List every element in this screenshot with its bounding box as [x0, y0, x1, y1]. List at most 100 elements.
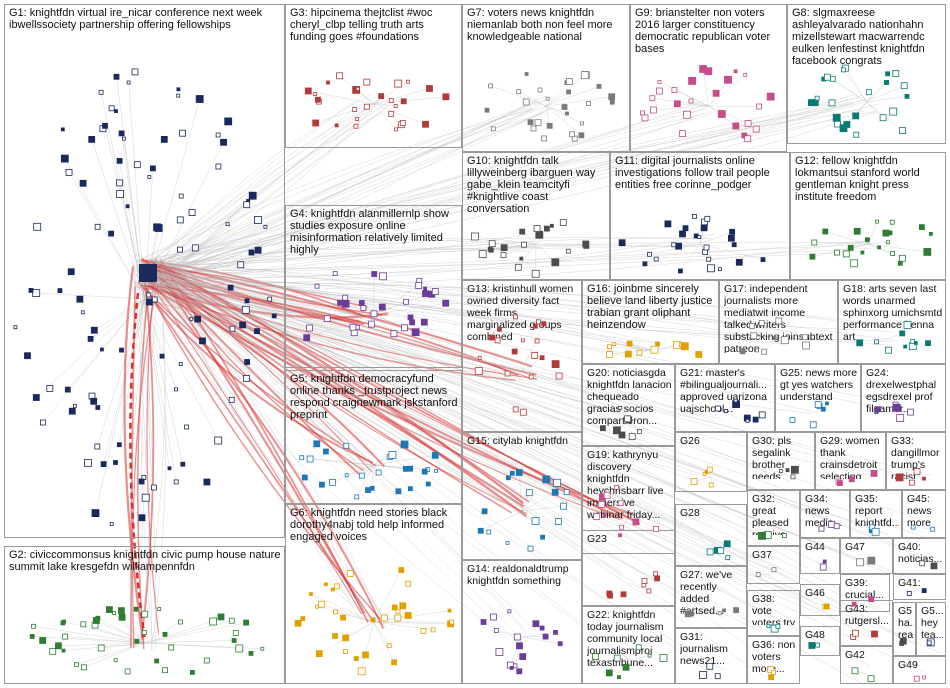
node-g12 — [877, 245, 881, 250]
node-g5 — [407, 465, 414, 472]
node-g1 — [109, 522, 114, 526]
node-g34 — [833, 523, 840, 530]
edge-within-g1 — [95, 298, 145, 514]
node-g40 — [919, 560, 926, 567]
group-label-g37: G37 — [752, 549, 772, 561]
edge-between-g8 — [137, 103, 880, 288]
group-box-g39: G39: crucial... — [840, 574, 890, 612]
node-g13 — [532, 323, 538, 329]
node-g26 — [690, 478, 698, 486]
node-g5 — [400, 440, 409, 449]
node-g1 — [102, 122, 108, 129]
edge-between-g2 — [129, 282, 154, 635]
node-g14 — [516, 668, 523, 675]
edge-within-g6 — [373, 569, 402, 623]
node-g7 — [586, 101, 591, 106]
node-g1 — [133, 161, 141, 169]
node-g13 — [512, 406, 519, 413]
edge-within-g2 — [76, 642, 145, 665]
node-g1 — [68, 407, 76, 415]
edge-within-g7 — [545, 91, 569, 107]
node-g2 — [93, 617, 100, 624]
edge-between-g27 — [150, 272, 698, 621]
node-g40 — [930, 562, 938, 570]
node-g10 — [500, 252, 507, 259]
node-g9 — [704, 67, 713, 76]
edge-between-g45 — [155, 276, 928, 523]
node-g1 — [46, 384, 54, 392]
node-g2 — [154, 658, 160, 664]
edge-within-g12 — [867, 243, 928, 253]
edge-between-g22 — [144, 283, 629, 660]
node-g29 — [848, 476, 855, 483]
node-g25 — [825, 401, 829, 406]
node-g1 — [118, 130, 125, 137]
group-box-g34: G34: news media... — [800, 490, 850, 538]
node-g25 — [789, 417, 796, 424]
node-g4 — [409, 319, 416, 326]
node-g16 — [606, 351, 613, 359]
node-g30 — [791, 465, 799, 474]
group-label-g28: G28 — [680, 507, 700, 519]
node-g23 — [606, 590, 613, 597]
node-g9 — [679, 130, 686, 138]
node-g6 — [395, 608, 401, 614]
group-label-g14: G14: realdonaldtrump knightfdn something — [467, 563, 572, 587]
node-g3 — [304, 87, 312, 95]
group-label-g46: G46 — [805, 587, 825, 599]
node-g1 — [244, 359, 251, 365]
edge-between-g6 — [142, 284, 374, 621]
edge-within-g6 — [321, 604, 374, 623]
node-g1 — [176, 93, 181, 98]
node-g1 — [33, 222, 42, 231]
edge-between-g2 — [136, 266, 151, 639]
node-g3 — [426, 85, 433, 92]
node-g16 — [680, 342, 686, 348]
node-g20 — [618, 405, 623, 410]
node-g9 — [657, 80, 662, 84]
node-g10 — [535, 230, 544, 239]
node-g4 — [431, 288, 439, 295]
node-g17 — [750, 332, 758, 340]
node-g1 — [178, 362, 183, 367]
node-g8 — [904, 94, 910, 99]
node-g14 — [539, 625, 545, 631]
edge-within-g3 — [373, 81, 409, 105]
node-g2 — [113, 658, 118, 663]
node-g1 — [32, 289, 41, 297]
node-g15 — [542, 475, 551, 484]
edge-within-g3 — [373, 103, 397, 130]
node-g13 — [504, 370, 511, 377]
edge-within-g7 — [545, 96, 612, 107]
node-g1 — [131, 68, 139, 76]
node-g12 — [834, 249, 840, 256]
edge-within-g8 — [866, 82, 887, 103]
node-g6 — [391, 604, 398, 611]
node-g45 — [910, 524, 916, 530]
node-g12 — [860, 250, 865, 255]
group-box-g43: G43: rutgersl... — [840, 600, 893, 646]
edge-between-g6 — [159, 258, 369, 624]
node-g1 — [138, 514, 146, 522]
group-box-g9: G9: brianstelter non voters 2016 larger … — [630, 4, 787, 152]
node-g17 — [775, 317, 783, 325]
node-g14 — [489, 613, 497, 621]
node-g18 — [903, 344, 908, 349]
node-g1 — [267, 296, 273, 302]
node-g1 — [90, 326, 98, 334]
node-g6 — [323, 582, 328, 587]
node-g4 — [411, 328, 420, 337]
group-box-g29: G29: women thank crainsdetroit selecting… — [815, 432, 886, 490]
node-g4 — [314, 283, 320, 289]
node-g4 — [423, 286, 428, 291]
node-g1 — [243, 201, 251, 209]
node-g16 — [625, 350, 632, 358]
node-g11 — [735, 258, 743, 266]
node-g10 — [559, 219, 567, 226]
edge-between-g10 — [158, 233, 530, 266]
group-label-g35: G35: report knightfd... — [855, 493, 899, 527]
node-g14 — [516, 642, 523, 650]
node-g3 — [336, 72, 344, 80]
edge-between-g7 — [161, 109, 535, 262]
